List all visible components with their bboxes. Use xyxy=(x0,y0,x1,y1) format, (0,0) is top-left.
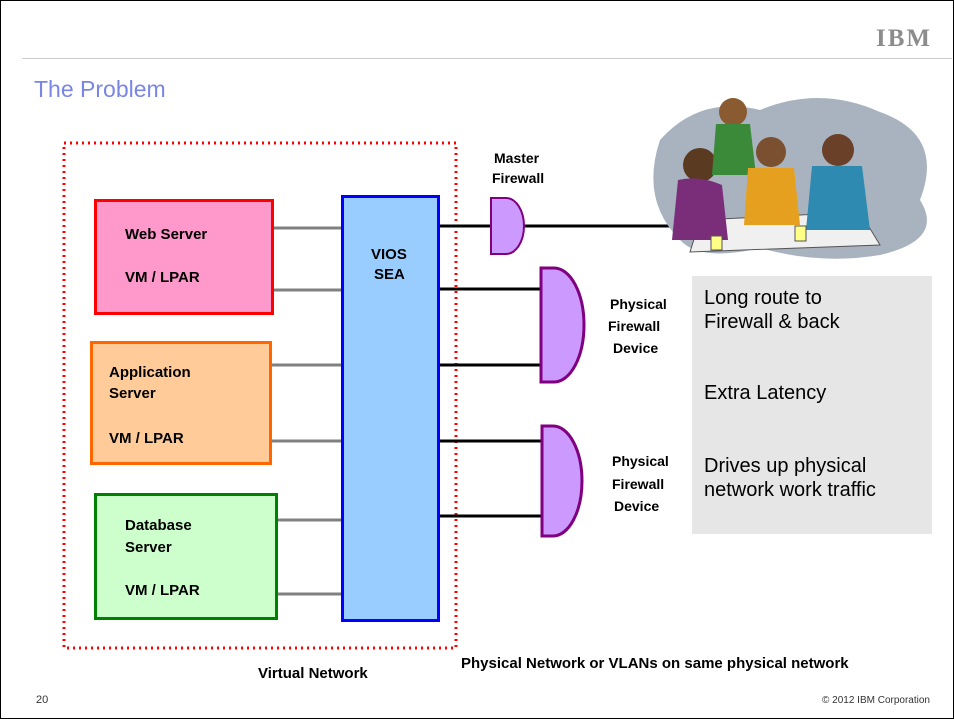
note-line-1: Long route to xyxy=(704,287,822,309)
note-line-3: Extra Latency xyxy=(704,382,827,404)
notes-panel: Long route to Firewall & back Extra Late… xyxy=(692,276,932,534)
server-connectors xyxy=(271,226,341,596)
physical-firewall-2-label-1: Physical xyxy=(612,453,669,469)
master-firewall-label-2: Firewall xyxy=(492,170,545,186)
web-server-vm-label: VM / LPAR xyxy=(125,269,200,286)
physical-firewall-1-shape xyxy=(539,266,586,384)
master-firewall-shape xyxy=(490,197,525,255)
web-server-label: Web Server xyxy=(125,226,208,243)
database-server-label-1: Database xyxy=(125,517,192,534)
page-title: The Problem xyxy=(34,76,166,102)
physical-firewall-2-label-2: Firewall xyxy=(612,476,665,492)
ibm-logo: IBM xyxy=(876,25,932,52)
database-server-vm-label: VM / LPAR xyxy=(125,582,200,599)
application-server-box: Application Server VM / LPAR xyxy=(90,341,272,465)
note-line-2: Firewall & back xyxy=(704,311,840,333)
vios-sea-box: VIOS SEA xyxy=(341,195,440,622)
physical-firewall-1-label-1: Physical xyxy=(610,296,667,312)
physical-network-label: Physical Network or VLANs on same physic… xyxy=(461,655,849,672)
application-server-vm-label: VM / LPAR xyxy=(109,430,184,447)
application-server-label-1: Application xyxy=(109,364,191,381)
master-firewall-label-1: Master xyxy=(494,150,540,166)
web-server-box: Web Server VM / LPAR xyxy=(94,199,274,315)
vios-label: VIOS xyxy=(371,246,407,263)
copyright: © 2012 IBM Corporation xyxy=(822,695,930,706)
virtual-network-label: Virtual Network xyxy=(258,665,368,682)
physical-firewall-1-label-2: Firewall xyxy=(608,318,661,334)
header-rule xyxy=(22,58,952,59)
physical-firewall-2-shape xyxy=(540,424,584,538)
note-line-4: Drives up physical xyxy=(704,455,867,477)
database-server-label-2: Server xyxy=(125,539,172,556)
database-server-box: Database Server VM / LPAR xyxy=(94,493,278,620)
physical-firewall-1-label-3: Device xyxy=(613,340,659,356)
meeting-people-clipart xyxy=(653,97,927,259)
firewall-connectors xyxy=(438,224,675,518)
virtual-network-boundary xyxy=(62,141,458,650)
sea-label: SEA xyxy=(374,266,405,283)
physical-firewall-2-label-3: Device xyxy=(614,498,660,514)
note-line-5: network work traffic xyxy=(704,479,876,501)
application-server-label-2: Server xyxy=(109,385,156,402)
page-number: 20 xyxy=(36,694,49,706)
